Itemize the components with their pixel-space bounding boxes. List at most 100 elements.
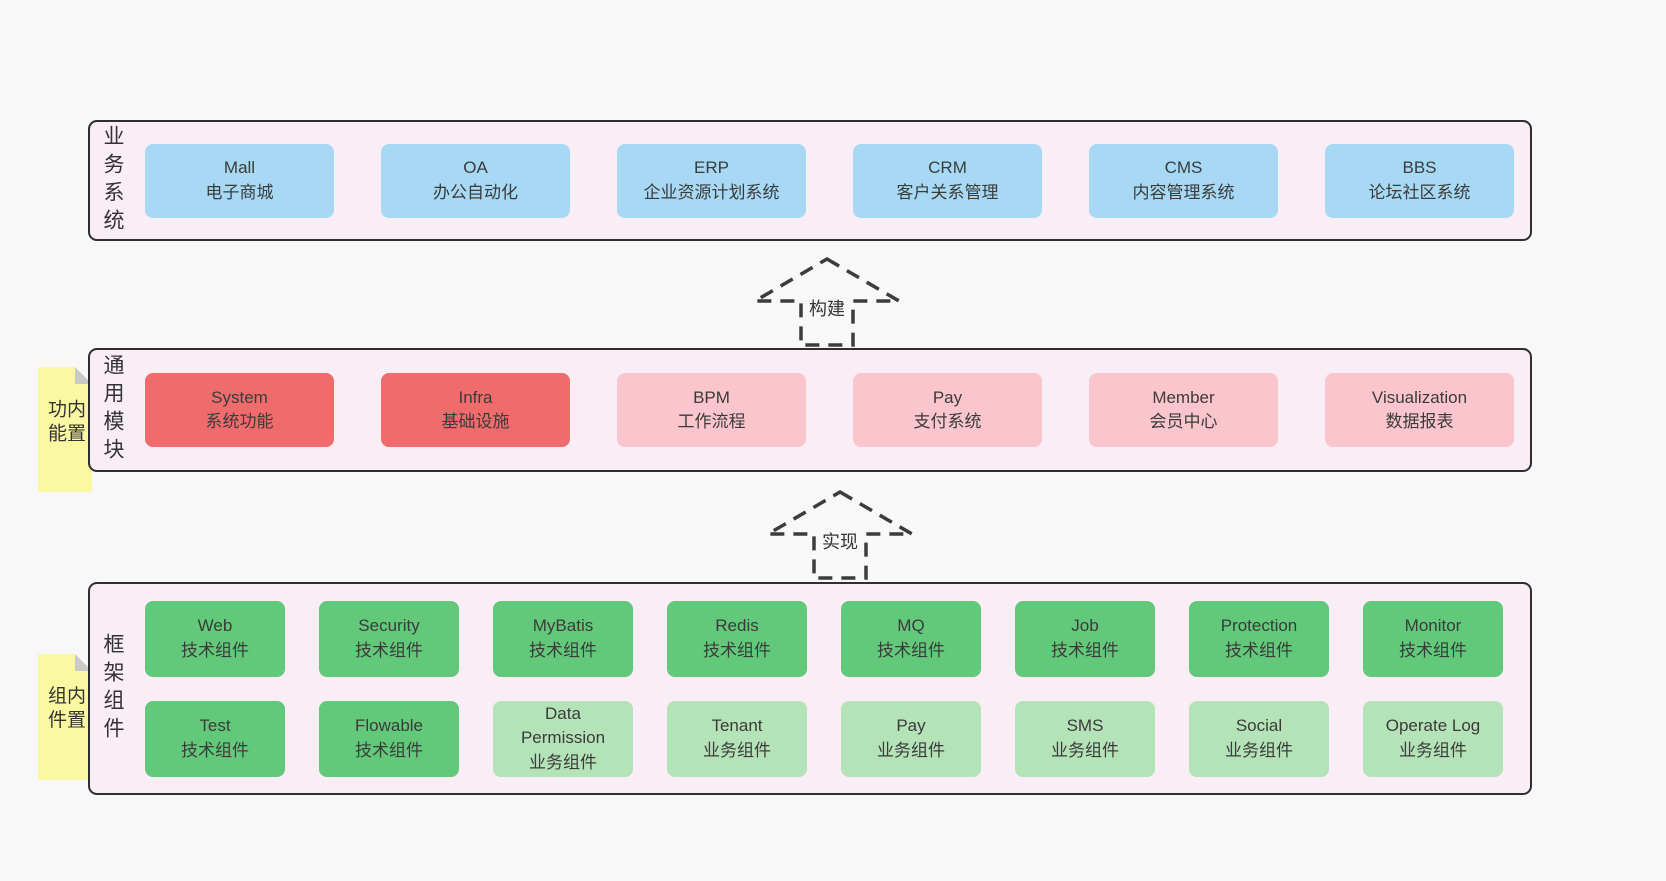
layer-label-framework-components: 框架组件 xyxy=(101,632,124,745)
module-box-cms: CMS 内容管理系统 xyxy=(1089,143,1278,218)
module-box-security: Security 技术组件 xyxy=(319,600,459,677)
box-row: Mall 电子商城 OA 办公自动化 ERP 企业资源计划系统 CRM 客户关系管理 CMS 内容… xyxy=(145,143,1514,218)
module-box-data-permission: Data Permission 业务组件 xyxy=(493,700,633,777)
box-title: Security xyxy=(358,616,420,636)
box-title: Operate Log xyxy=(1385,716,1481,736)
module-box-pay: Pay 业务组件 xyxy=(841,700,981,777)
box-title: BPM xyxy=(693,387,730,407)
box-title: Protection xyxy=(1220,616,1298,636)
module-box-oa: OA 办公自动化 xyxy=(381,143,570,218)
module-box-sms: SMS 业务组件 xyxy=(1015,700,1155,777)
module-box-crm: CRM 客户关系管理 xyxy=(853,143,1042,218)
box-subtitle: 支付系统 xyxy=(913,412,982,431)
sticky-tag-built-in-components: 内置组件 xyxy=(38,654,92,780)
box-subtitle: 技术组件 xyxy=(529,640,597,660)
box-subtitle: 数据报表 xyxy=(1385,412,1454,431)
module-box-mybatis: MyBatis 技术组件 xyxy=(493,600,633,677)
box-title: SMS xyxy=(1066,716,1104,736)
box-title: Pay xyxy=(896,716,926,736)
module-box-system: System 系统功能 xyxy=(145,373,334,447)
module-box-web: Web 技术组件 xyxy=(145,600,285,677)
box-title: System xyxy=(211,387,268,407)
box-subtitle: 会员中心 xyxy=(1149,412,1218,431)
box-title: Social xyxy=(1235,716,1283,736)
module-box-redis: Redis 技术组件 xyxy=(667,600,807,677)
box-subtitle: 业务组件 xyxy=(877,740,945,760)
box-title: Flowable xyxy=(354,716,424,736)
box-title: Mall xyxy=(223,158,256,178)
box-subtitle: 论坛社区系统 xyxy=(1368,182,1471,202)
box-title: CMS xyxy=(1164,158,1203,178)
box-subtitle: 企业资源计划系统 xyxy=(643,182,780,202)
box-title: BBS xyxy=(1402,158,1437,178)
module-box-monitor: Monitor 技术组件 xyxy=(1363,600,1503,677)
sticky-tag-text: 内置功能 xyxy=(45,398,85,447)
box-subtitle: 技术组件 xyxy=(181,740,249,760)
box-subtitle: 业务组件 xyxy=(1225,740,1293,760)
box-title: Data Permission xyxy=(520,704,606,748)
box-title: Web xyxy=(197,616,233,636)
box-title: MyBatis xyxy=(532,616,594,636)
box-subtitle: 技术组件 xyxy=(181,640,249,660)
box-title: Redis xyxy=(715,616,759,636)
box-subtitle: 技术组件 xyxy=(355,640,423,660)
arrow-label-implement: 实现 xyxy=(819,527,861,556)
module-box-tenant: Tenant 业务组件 xyxy=(667,700,807,777)
sticky-tag-text: 内置组件 xyxy=(45,685,85,734)
module-box-operate-log: Operate Log 业务组件 xyxy=(1363,700,1503,777)
box-title: CRM xyxy=(928,158,967,178)
box-title: Job xyxy=(1071,616,1099,636)
box-subtitle: 内容管理系统 xyxy=(1132,182,1235,202)
box-subtitle: 办公自动化 xyxy=(433,182,518,202)
box-title: Visualization xyxy=(1371,387,1468,407)
box-subtitle: 技术组件 xyxy=(1225,640,1293,660)
dashed-up-arrow-build: 构建 xyxy=(752,256,902,348)
module-box-bpm: BPM 工作流程 xyxy=(617,373,806,447)
box-subtitle: 业务组件 xyxy=(703,740,771,760)
layer-label-common-modules: 通用模块 xyxy=(101,354,124,466)
box-subtitle: 技术组件 xyxy=(1051,640,1119,660)
module-box-job: Job 技术组件 xyxy=(1015,600,1155,677)
box-title: Tenant xyxy=(711,716,763,736)
module-box-flowable: Flowable 技术组件 xyxy=(319,700,459,777)
box-subtitle: 业务组件 xyxy=(1051,740,1119,760)
box-subtitle: 技术组件 xyxy=(1399,640,1467,660)
module-box-mall: Mall 电子商城 xyxy=(145,143,334,218)
box-subtitle: 基础设施 xyxy=(441,412,510,431)
box-subtitle: 系统功能 xyxy=(205,412,274,431)
box-title: Infra xyxy=(458,387,493,407)
box-subtitle: 业务组件 xyxy=(1399,740,1467,760)
layer-label-business-systems: 业务系统 xyxy=(101,124,124,237)
box-title: Monitor xyxy=(1404,616,1462,636)
module-box-bbs: BBS 论坛社区系统 xyxy=(1325,143,1514,218)
box-title: Member xyxy=(1152,387,1215,407)
box-subtitle: 技术组件 xyxy=(703,640,771,660)
up-arrow-icon xyxy=(765,489,915,580)
arrow-label-build: 构建 xyxy=(806,294,848,323)
box-subtitle: 客户关系管理 xyxy=(896,182,999,202)
box-subtitle: 技术组件 xyxy=(355,740,423,760)
up-arrow-icon xyxy=(752,256,902,347)
module-box-erp: ERP 企业资源计划系统 xyxy=(617,143,806,218)
box-title: MQ xyxy=(897,616,925,636)
module-box-visualization: Visualization 数据报表 xyxy=(1325,373,1514,447)
sticky-tag-built-in-features: 内置功能 xyxy=(38,367,92,492)
module-box-protection: Protection 技术组件 xyxy=(1189,600,1329,677)
box-subtitle: 业务组件 xyxy=(529,752,597,772)
box-title: OA xyxy=(463,158,488,178)
box-subtitle: 工作流程 xyxy=(677,412,746,431)
layer-business-systems: 业务系统 Mall 电子商城 OA 办公自动化 ERP 企业资源计划系统 CRM 客户关系管理… xyxy=(88,120,1532,241)
module-box-social: Social 业务组件 xyxy=(1189,700,1329,777)
box-subtitle: 电子商城 xyxy=(205,182,274,202)
box-title: ERP xyxy=(694,158,729,178)
layer-rows: Mall 电子商城 OA 办公自动化 ERP 企业资源计划系统 CRM 客户关系管理 CMS 内容… xyxy=(145,143,1514,218)
